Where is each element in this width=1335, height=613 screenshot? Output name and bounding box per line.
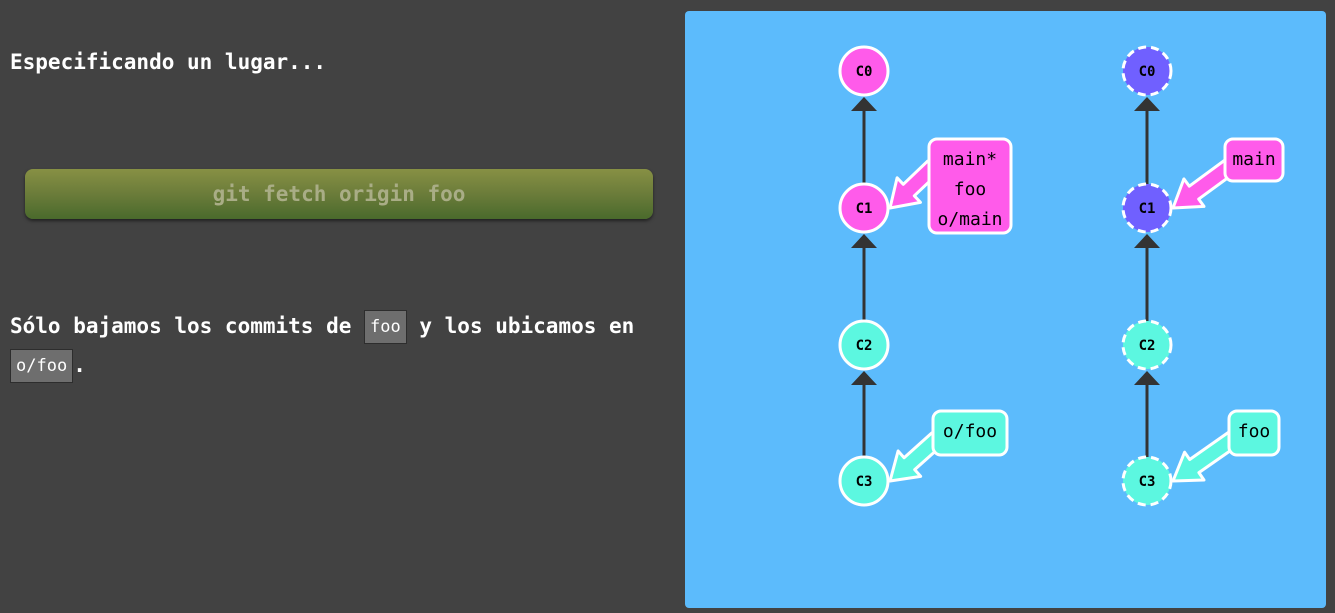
commit-node-remote-C2 <box>1121 319 1173 371</box>
commit-node-remote-C0 <box>1121 45 1173 97</box>
branch-tag-remote-foo <box>1227 409 1281 457</box>
paragraph-text-1: Sólo bajamos los commits de <box>10 314 365 338</box>
commit-label-remote-C0: C0 <box>1139 64 1156 80</box>
branch-tag-local-main <box>927 137 1013 235</box>
branch-name-local-omain: o/main <box>937 209 1002 230</box>
paragraph-text-2: y los ubicamos en <box>406 314 635 338</box>
branch-tag-remote-main <box>1223 137 1285 183</box>
lesson-panel: Especificando un lugar... git fetch orig… <box>10 50 675 385</box>
commit-label-local-C1: C1 <box>856 201 873 217</box>
commit-label-remote-C1: C1 <box>1139 201 1156 217</box>
code-o-foo: o/foo <box>10 349 74 383</box>
edge-arrowhead-local-C1 <box>851 97 877 111</box>
branch-name-remote-foo: foo <box>1238 421 1271 442</box>
edge-arrowhead-local-C2 <box>851 234 877 248</box>
edge-arrowhead-remote-C1 <box>1134 97 1160 111</box>
lesson-title: Especificando un lugar... <box>10 50 327 74</box>
commit-label-remote-C2: C2 <box>1139 338 1156 354</box>
edge-arrowhead-remote-C2 <box>1134 234 1160 248</box>
commit-node-remote-C3 <box>1121 455 1173 507</box>
commit-node-remote-C1 <box>1121 182 1173 234</box>
commit-node-local-C0 <box>838 45 890 97</box>
code-foo: foo <box>364 310 407 344</box>
commit-node-local-C1 <box>838 182 890 234</box>
lesson-paragraph: Sólo bajamos los commits de foo y los ub… <box>10 307 675 385</box>
commit-node-local-C2 <box>838 319 890 371</box>
commit-label-local-C3: C3 <box>856 474 873 490</box>
commit-label-remote-C3: C3 <box>1139 474 1156 490</box>
branch-name-local-ofoo: o/foo <box>943 421 997 442</box>
branch-name-local-main: main* <box>943 149 997 170</box>
commit-label-local-C0: C0 <box>856 64 873 80</box>
edge-arrowhead-remote-C3 <box>1134 371 1160 385</box>
commit-node-local-C3 <box>838 455 890 507</box>
edge-arrowhead-local-C3 <box>851 371 877 385</box>
commit-label-local-C2: C2 <box>856 338 873 354</box>
branch-tag-local-ofoo <box>931 409 1009 457</box>
branch-name-remote-main: main <box>1232 149 1275 170</box>
branch-name-local-foo: foo <box>954 179 987 200</box>
paragraph-text-3: . <box>73 353 86 377</box>
command-button[interactable]: git fetch origin foo <box>25 169 653 219</box>
